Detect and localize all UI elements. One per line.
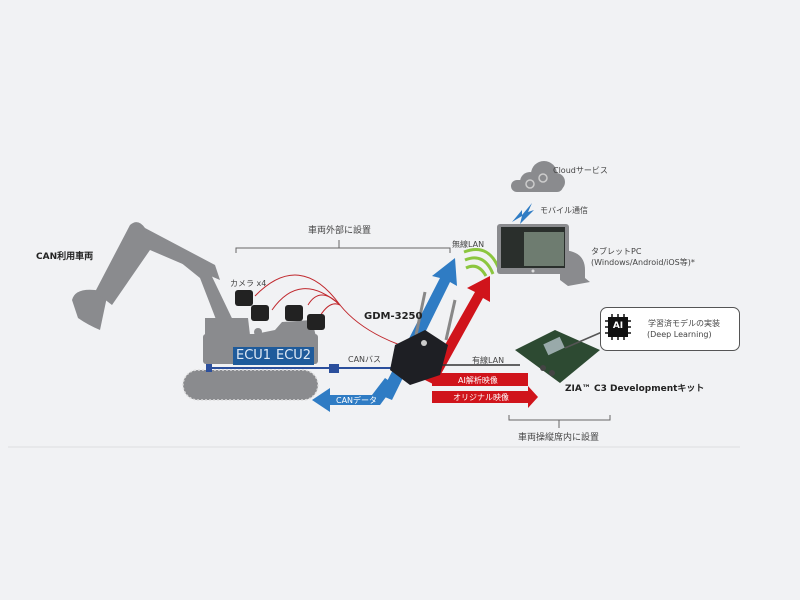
ai-model-label: 学習済モデルの実装 xyxy=(648,319,720,328)
exterior-install-label: 車両外部に設置 xyxy=(308,226,372,236)
camera-cables xyxy=(254,274,401,346)
cloud-label: Cloudサービス xyxy=(553,166,608,175)
ai-chip-text: AI xyxy=(612,321,624,331)
ecu2-label: ECU2 xyxy=(273,347,315,365)
original-video-arrow xyxy=(432,386,538,408)
tablet-os-label: (Windows/Android/iOS等)* xyxy=(591,258,695,267)
cabin-install-label: 車両操縦席内に設置 xyxy=(518,433,600,443)
excavator-icon xyxy=(72,222,319,401)
ai-video-arrow xyxy=(432,373,528,386)
gateway-label: GDM-3250 xyxy=(364,311,423,322)
ecu1-label: ECU1 xyxy=(233,347,275,365)
can-bus-label: CANバス xyxy=(348,355,382,364)
vehicle-label: CAN利用車両 xyxy=(36,252,94,262)
bracket-exterior xyxy=(235,247,451,253)
tablet-icon xyxy=(497,224,590,286)
ai-model-sub: (Deep Learning) xyxy=(647,330,712,339)
can-data-label: CANデータ xyxy=(336,396,378,405)
mobile-label: モバイル通信 xyxy=(540,206,588,215)
tablet-label: タブレットPC xyxy=(591,247,642,256)
dev-kit-label: ZIA™ C3 Developmentキット xyxy=(565,384,705,394)
cloud-icon xyxy=(511,161,565,192)
wired-lan-label: 有線LAN xyxy=(472,356,505,365)
mobile-signal-icon xyxy=(512,203,534,224)
gateway-device xyxy=(390,330,448,385)
camera-label: カメラ x4 xyxy=(230,279,267,288)
can-data-arrow xyxy=(312,378,395,412)
ai-video-label: AI解析映像 xyxy=(458,376,498,385)
wifi-icon xyxy=(463,248,502,277)
antenna-icons xyxy=(414,291,457,341)
camera-icons xyxy=(235,290,325,330)
original-video-label: オリジナル映像 xyxy=(453,393,509,402)
bracket-cabin xyxy=(508,415,611,421)
dev-kit-board xyxy=(515,330,600,383)
wireless-lan-label: 無線LAN xyxy=(452,240,485,249)
